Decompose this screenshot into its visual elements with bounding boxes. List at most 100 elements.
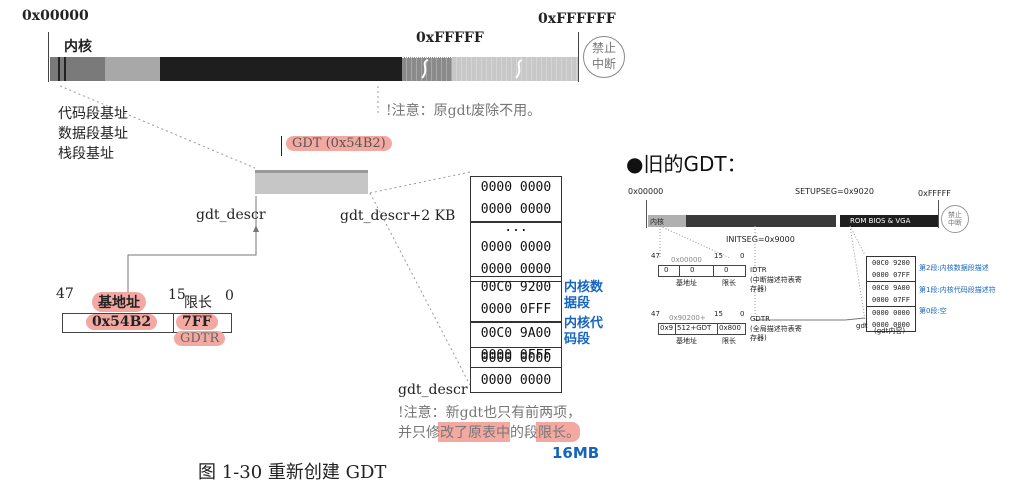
idtr-bit47: 47 — [651, 252, 660, 260]
gdtr-name: GDTR — [174, 331, 226, 346]
right-gdtr-cell: 0x800 — [719, 324, 741, 332]
gdtr-register — [62, 313, 232, 333]
gdt-cell: 0000 0FFF — [480, 348, 552, 363]
right-note-segment2: 第2段:内核数据段描述 — [919, 264, 989, 272]
right-gdtr-bit0: 0 — [740, 310, 745, 318]
right-note-segment1: 第1段:内核代码段描述符 — [919, 286, 996, 294]
right-gdtr-bit15: 15 — [714, 310, 723, 318]
right-gdt-cell: 0000 0000 — [872, 309, 910, 317]
gdt-cell: 0000 0000 — [480, 240, 552, 255]
gdtr-divider — [173, 314, 174, 332]
code-segment-base: 代码段基址 — [58, 106, 128, 122]
handwritten-16mb: 16MB — [552, 444, 600, 462]
idtr-base-label: 基地址 — [676, 279, 697, 287]
gdt-descr-label: gdt_descr — [196, 207, 266, 223]
gdt-address-label: GDT (0x54B2) — [286, 136, 392, 151]
break-mark-icon — [421, 59, 429, 79]
idtr-name: IDTR — [750, 266, 767, 274]
gdt-entry-data: 00C0 9200 0000 0FFF — [470, 276, 562, 322]
right-marker — [836, 215, 838, 227]
address-start: 0x00000 — [22, 8, 89, 24]
buffer-segment — [105, 57, 160, 81]
right-kernel-segment — [648, 215, 686, 227]
gdt-descr-end-label: gdt_descr+2 KB — [340, 208, 456, 224]
right-address-end: 0xFFFFF — [918, 189, 951, 198]
gdtr-bit0: 0 — [225, 288, 234, 304]
gdt-cell: 0000 0FFF — [480, 302, 552, 317]
address-16mb: 0xFFFFFF — [538, 11, 616, 27]
idtr-cell: 0 — [664, 266, 669, 274]
right-gdtr-desc: (全局描述符表寄存器) — [750, 325, 802, 342]
right-gdt-cell: 0000 0000 — [872, 321, 910, 329]
segment-bases: 代码段基址 数据段基址 栈段基址 — [58, 104, 128, 164]
right-gdt-cell: 0000 07FF — [867, 269, 915, 282]
stack-segment-base: 栈段基址 — [58, 146, 114, 162]
idtr-divider — [679, 266, 680, 276]
right-gdtr-limit-label: 限长 — [722, 337, 736, 345]
kernel-label: 内核 — [64, 39, 92, 55]
idtr-addr: 0x00000 — [671, 256, 702, 264]
idtr-bit0: 0 — [740, 252, 745, 260]
kernel-mark — [64, 57, 66, 81]
gray-segment-dots — [402, 57, 452, 82]
right-gdt-label: gdt — [856, 322, 868, 330]
note-new-gdt-line2: 并只修改了原表中的段限长。 — [398, 422, 580, 442]
idtr-cell: 0 — [690, 266, 695, 274]
right-note-segment0: 第0段:空 — [919, 307, 947, 315]
right-dark-segment — [686, 215, 836, 227]
right-gdtr-name: GDTR — [750, 315, 770, 323]
idtr-cell: 0 — [724, 266, 729, 274]
gdtr-bit15: 15 — [168, 287, 186, 303]
right-end-line — [938, 200, 939, 228]
data-segment-base: 数据段基址 — [58, 126, 128, 142]
gdt-block — [255, 170, 368, 194]
right-gdt-cell: 00C0 9A00 — [872, 284, 910, 292]
right-start-line — [646, 200, 647, 228]
gdtr-bit47: 47 — [56, 286, 74, 302]
gdt-ellipsis: ... — [504, 220, 528, 235]
note-new-gdt-line1: !注意：新gdt也只有前两项， — [398, 405, 582, 421]
right-gdtr-bit47: 47 — [651, 310, 660, 318]
gdt-cell: 0000 0000 — [480, 202, 552, 217]
gdtr-base-value: 0x54B2 — [86, 314, 158, 330]
idtr-bit15: 15 — [714, 252, 723, 260]
right-memory-bar — [648, 215, 938, 227]
old-gdt-heading: ●旧的GDT： — [626, 152, 747, 176]
gdtr-limit-label: 限长 — [184, 295, 212, 311]
right-forbid-badge: 禁止中断 — [941, 205, 969, 233]
memory-bar — [50, 57, 580, 81]
right-gdtr-cell: 0x9 — [660, 324, 674, 332]
right-gdt-cell: 0000 07FF — [867, 294, 915, 307]
note-old-gdt: !注意：原gdt废除不用。 — [386, 103, 542, 119]
gdtr-limit-value: 7FF — [176, 314, 218, 330]
break-mark-icon — [515, 59, 523, 79]
rom-label: ROM BIOS & VGA — [850, 217, 911, 225]
figure-caption: 图 1-30 重新创建 GDT — [198, 462, 387, 483]
gdt-pointer-line — [281, 136, 282, 156]
gdt-cell: 0000 0000 — [480, 180, 552, 195]
right-gdtr-addr: 0x90200+ — [669, 314, 706, 322]
light-segment — [452, 57, 578, 81]
gdt-entry-null: 0000 0000 0000 0000 — [470, 176, 562, 222]
kernel-mark — [58, 57, 60, 81]
initseg-label: INITSEG=0x9000 — [726, 235, 795, 244]
end-boundary-line — [578, 32, 579, 82]
right-gdtr-register — [658, 323, 746, 335]
gdt-entry-empty: 0000 0000 0000 0000 — [470, 347, 562, 393]
guide-lines — [59, 85, 471, 386]
idtr-limit-label: 限长 — [722, 279, 736, 287]
right-kernel-label: 内核 — [650, 218, 664, 226]
right-gdtr-divider — [717, 324, 718, 334]
right-gdt-table: 00C0 9200 0000 07FF 00C0 9A00 0000 07FF … — [866, 256, 916, 332]
right-forbid-text: 禁止中断 — [948, 211, 962, 227]
gdt-cell: 0000 0000 — [471, 347, 561, 370]
handwritten-data-segment: 内核数据段 — [564, 280, 604, 311]
gdtr-base-label: 基地址 — [92, 292, 146, 312]
handwritten-code-segment: 内核代码段 — [564, 316, 604, 347]
gdt-cell: 0000 0000 — [480, 373, 552, 388]
rom-segment — [840, 215, 938, 227]
right-gdt-cell: 00C0 9200 — [872, 259, 910, 267]
idtr-register — [658, 265, 746, 277]
right-gdtr-divider — [675, 324, 676, 334]
table-bottom-label: gdt_descr — [398, 382, 468, 398]
